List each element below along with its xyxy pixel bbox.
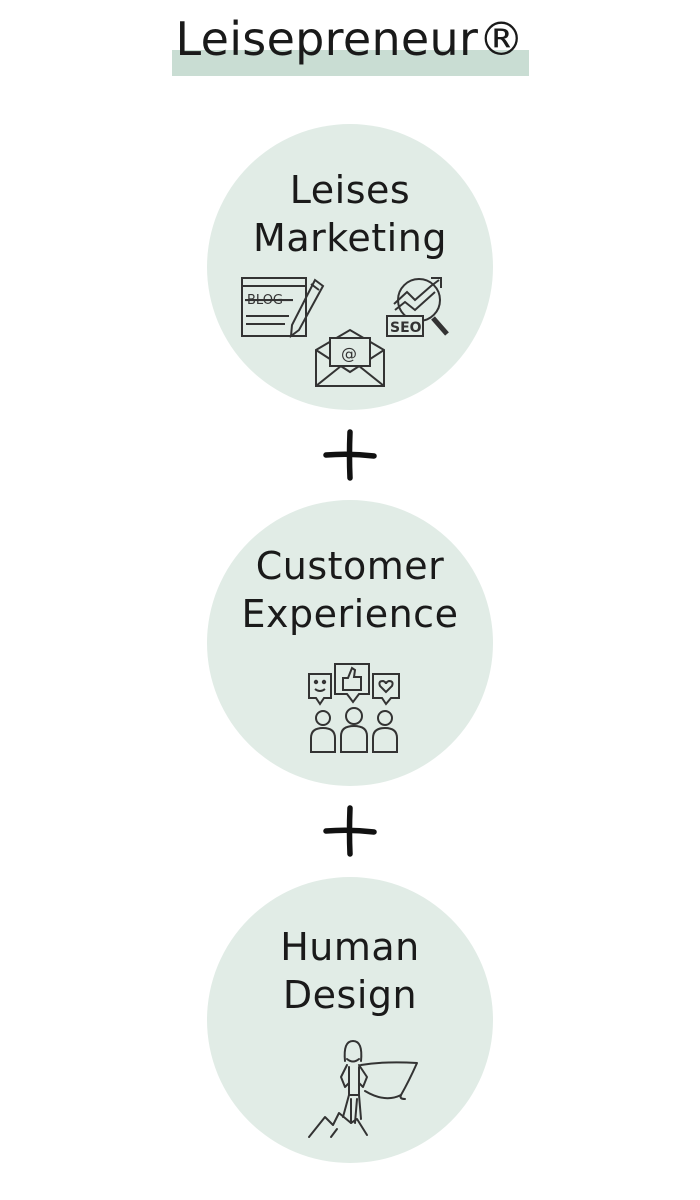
- pillar-circle-marketing: Leises Marketing BLOG @: [207, 124, 493, 410]
- pillar-label-human-design: Human Design: [207, 923, 493, 1019]
- pillar-label-line2: Design: [282, 973, 418, 1017]
- customer-feedback-icon: [308, 663, 400, 753]
- pillar-label-line2: Marketing: [253, 216, 447, 260]
- seo-icon: SEO: [386, 277, 449, 337]
- pillar-label-marketing: Leises Marketing: [207, 166, 493, 262]
- blog-icon: BLOG: [241, 277, 325, 339]
- superhero-icon: [308, 1040, 418, 1138]
- plus-icon: [323, 805, 377, 857]
- plus-icon: [323, 429, 377, 481]
- pillar-circle-customer-experience: Customer Experience: [207, 500, 493, 786]
- pillar-circle-human-design: Human Design: [207, 877, 493, 1163]
- pillar-label-line2: Experience: [241, 592, 459, 636]
- pillar-label-line1: Customer: [255, 544, 445, 588]
- title-wrap: Leisepreneur®: [0, 10, 700, 76]
- pillar-label-line1: Leises: [289, 168, 411, 212]
- email-icon-text: @: [341, 344, 357, 363]
- pillar-label-line1: Human: [280, 925, 420, 969]
- pillar-label-customer-experience: Customer Experience: [207, 542, 493, 638]
- blog-icon-text: BLOG: [247, 293, 283, 308]
- seo-icon-text: SEO: [390, 320, 422, 336]
- page-title: Leisepreneur®: [171, 10, 529, 76]
- page-title-text: Leisepreneur®: [175, 12, 525, 66]
- email-icon: @: [315, 328, 385, 387]
